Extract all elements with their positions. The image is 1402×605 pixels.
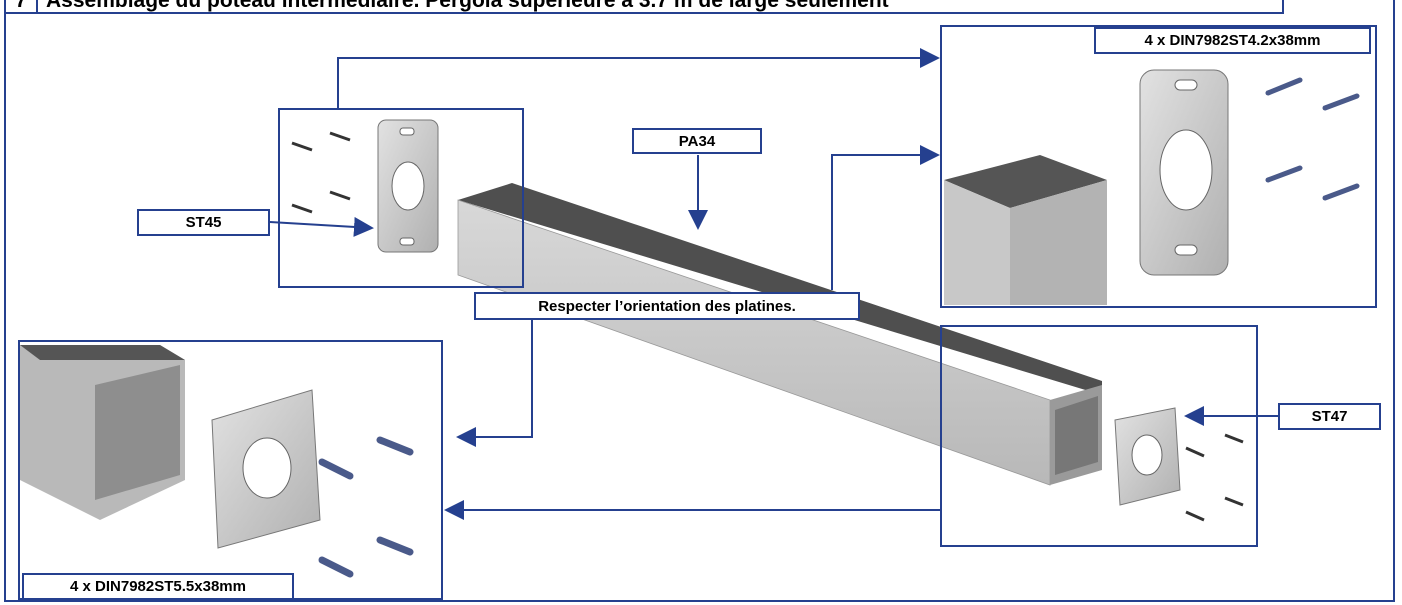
- step-number: 7: [6, 0, 38, 12]
- label-st45: ST45: [137, 209, 270, 236]
- bottom-left-zoom: [20, 345, 414, 578]
- st47-plate-zoom: [1114, 407, 1244, 522]
- zoom-box-top-right: [940, 25, 1377, 308]
- label-orientation-note: Respecter l’orientation des platines.: [474, 292, 860, 320]
- zoom-box-st45: [278, 108, 524, 288]
- label-screws-top: 4 x DIN7982ST4.2x38mm: [1094, 27, 1371, 54]
- zoom-box-bottom-left: [18, 340, 443, 600]
- diagram-frame: [4, 0, 1395, 602]
- step-title: 7 Assemblage du poteau intermédiaire. Pe…: [4, 0, 1284, 14]
- top-right-zoom: [944, 69, 1360, 305]
- st45-plate-zoom: [291, 119, 439, 253]
- label-pa34: PA34: [632, 128, 762, 154]
- label-st47: ST47: [1278, 403, 1381, 430]
- label-screws-bottom: 4 x DIN7982ST5.5x38mm: [22, 573, 294, 600]
- zoom-box-st47: [940, 325, 1258, 547]
- leader-lines: [269, 48, 1278, 520]
- step-title-text: Assemblage du poteau intermédiaire. Perg…: [46, 0, 889, 12]
